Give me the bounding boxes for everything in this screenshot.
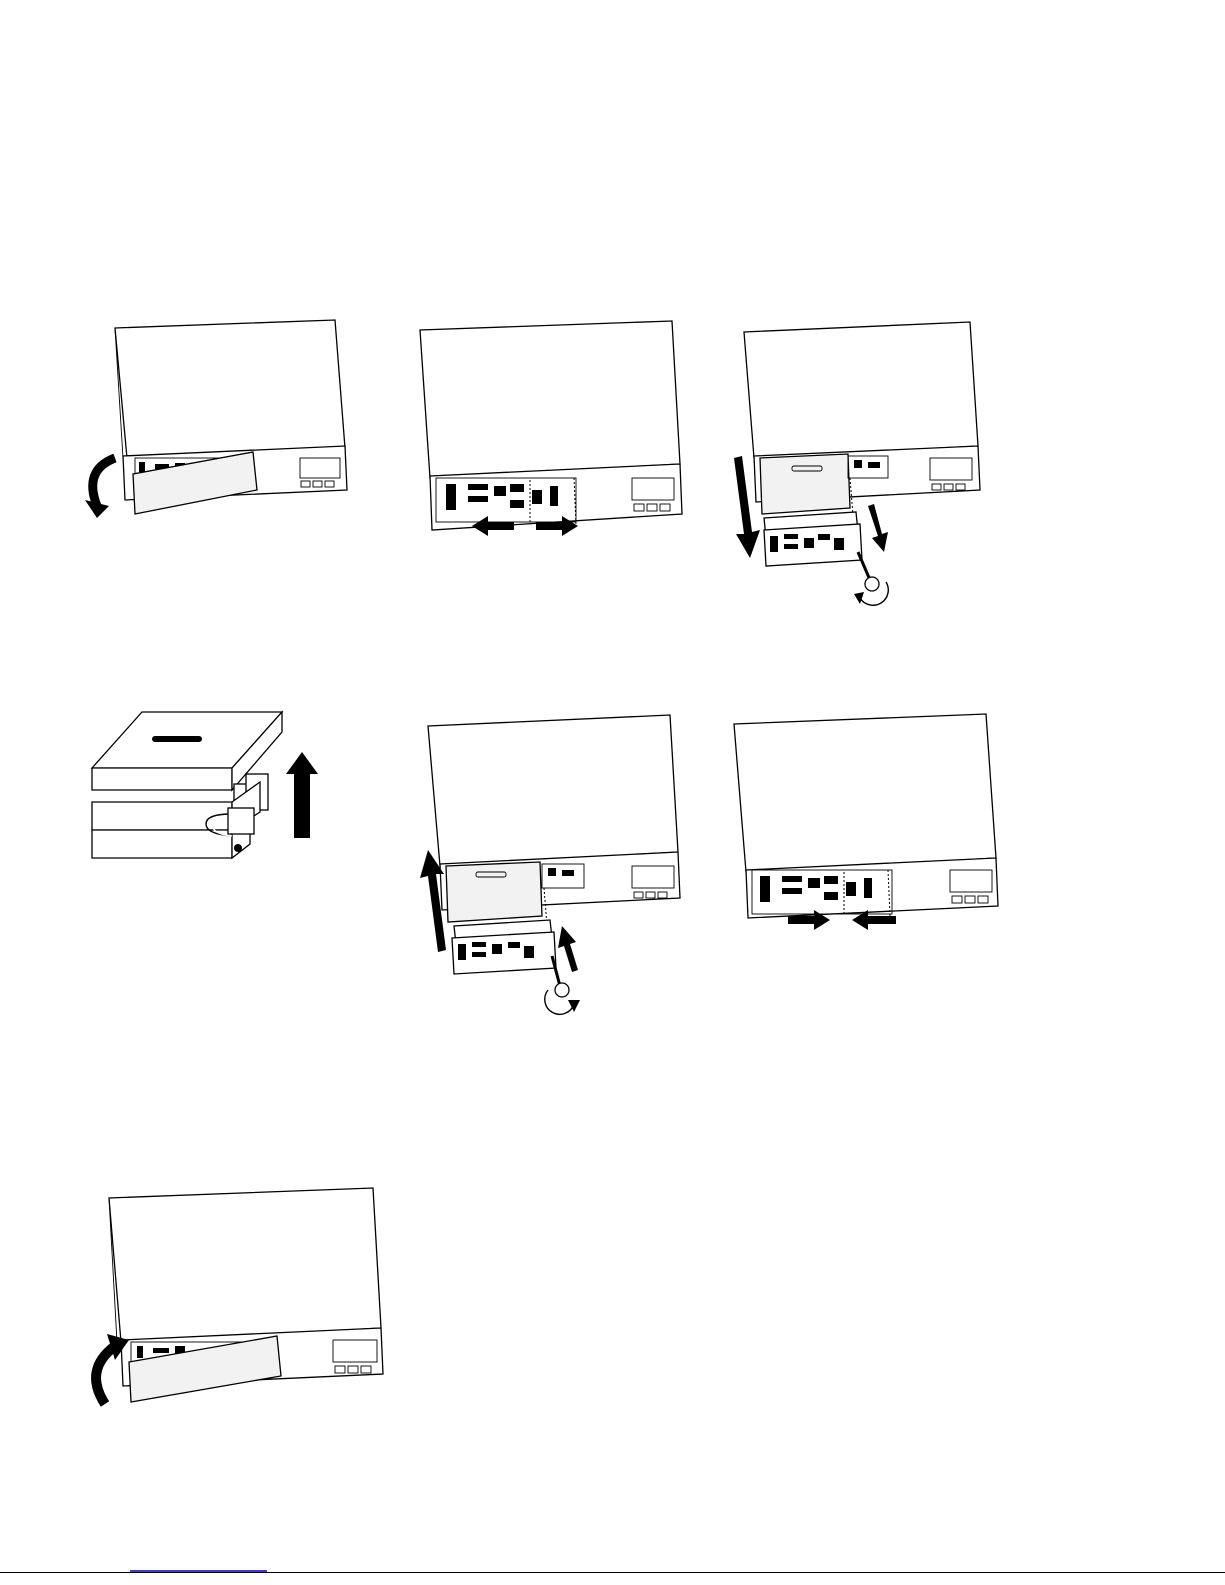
step-2-illustration — [410, 318, 690, 543]
rotate-down-arrow-icon — [75, 448, 135, 518]
pull-down-arrow-icon — [726, 454, 766, 564]
footer-rule — [0, 1572, 1225, 1573]
step-4-illustration — [82, 708, 332, 873]
step-6-illustration — [720, 712, 1010, 912]
up-arrow-icon — [282, 748, 322, 838]
left-arrow-icon — [850, 908, 900, 932]
step-3-illustration — [720, 318, 1010, 608]
ups-unit-icon — [720, 712, 1010, 912]
screw-counterclockwise-icon — [848, 550, 896, 610]
pull-down-arrow-icon — [864, 504, 894, 554]
right-arrow-icon — [786, 908, 836, 932]
ups-unit-icon — [410, 318, 690, 543]
step-5-illustration — [410, 712, 700, 1012]
right-arrow-icon — [534, 514, 584, 538]
screw-clockwise-icon — [538, 954, 586, 1016]
rotate-up-arrow-icon — [79, 1330, 139, 1410]
push-up-arrow-icon — [420, 846, 456, 956]
step-1-illustration — [75, 318, 365, 528]
step-7-illustration — [75, 1186, 395, 1416]
